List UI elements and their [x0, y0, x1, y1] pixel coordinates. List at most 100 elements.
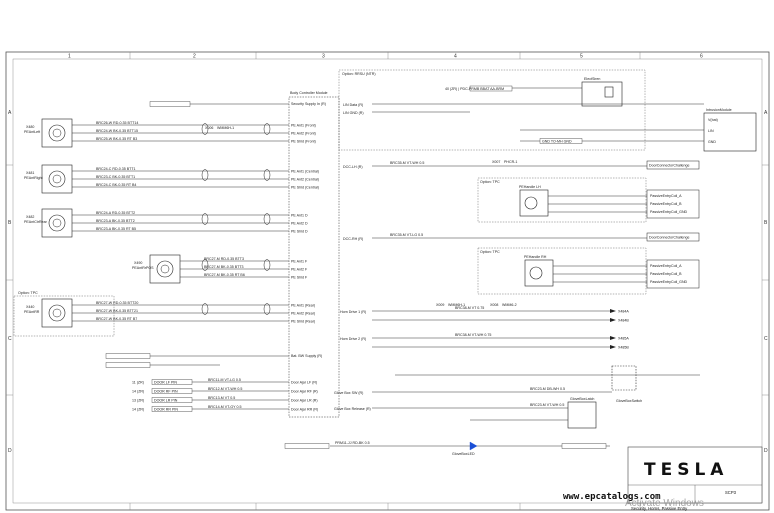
door-handle-rh-pins	[553, 265, 647, 283]
twisted-pair-icon	[201, 123, 209, 135]
door-ajar-label: Door Ajar LF (R)	[291, 380, 317, 384]
connector-sub: WMM6H-1	[217, 126, 234, 130]
option-rrsu-block	[338, 69, 646, 151]
option-tpc-rear-label: Option: TPC	[18, 291, 38, 295]
antenna-box	[41, 164, 73, 194]
siren-label: ElectSiren	[584, 77, 600, 81]
antenna-pin-label: PE Shld D	[291, 229, 308, 233]
option-tpc-lh-label: Option: TPC	[480, 180, 500, 184]
door-fuse-label: 13 (ZR)	[132, 398, 144, 402]
glovebox-latch-box	[567, 401, 597, 429]
led-icon	[469, 441, 478, 451]
column-label: 5	[580, 54, 583, 60]
option-tpc-rear-box	[13, 295, 115, 337]
power-source-box	[149, 101, 191, 107]
antenna-name: PEAntRight	[24, 176, 43, 180]
antenna-name: PEAntRrPOS	[132, 266, 154, 270]
column-label: 6	[700, 54, 703, 60]
twisted-pair-icon	[263, 213, 271, 225]
connector-id: X007	[492, 160, 500, 164]
antenna-pin-label: PE Shld (Rear)	[291, 319, 315, 323]
antenna-wire-label: BRC24-W BK-0.35 BTT15	[96, 129, 138, 133]
glovebox-latch-label: GloveBoxLatch	[570, 397, 594, 401]
antenna-id: X482	[26, 215, 34, 219]
antenna-wire-label: BRC23-C BK-0.35 BTT1	[96, 175, 135, 179]
antenna-coil-icon	[48, 214, 66, 232]
column-label: 3	[322, 54, 325, 60]
antenna-wire-label: BRC23-A BK-0.35 RT B5	[96, 227, 136, 231]
passive-pin: PassiveEntryCoil_GND	[650, 280, 688, 284]
antenna-box	[41, 298, 73, 328]
passive-pin: PassiveEntryCoil_A	[650, 194, 682, 198]
option-rrsu-label: Option: RRSU (NTR)	[342, 72, 376, 76]
antenna-wire-label: BRC27-W BK-0.35 RT B7	[96, 317, 137, 321]
intrusion-pin: LIN	[708, 129, 714, 133]
antenna-wire-label: BRC24-C RD-0.35 BTT1	[96, 167, 136, 171]
door-handle-lh-box	[519, 189, 549, 217]
siren-box	[581, 81, 623, 107]
horn-label: X485A	[618, 336, 629, 340]
row-label: A	[8, 110, 12, 116]
antenna-core-icon	[52, 308, 62, 318]
antenna-wire-label: BRC27-W BK-0.35 BTT21	[96, 309, 138, 313]
twisted-pair-icon	[201, 303, 209, 315]
antenna-pin-label: PE Ant2 (Rear)	[291, 311, 315, 315]
antenna-name: PEAntRR	[24, 310, 40, 314]
lin-data-label: LIN Data (R)	[343, 103, 363, 107]
row-label: D	[8, 448, 12, 454]
antenna-pin-label: PE Ant1 F	[291, 259, 308, 263]
row-label: B	[8, 220, 12, 226]
row-labels: A B C D A B C D	[8, 110, 768, 454]
glovebox-switch-box	[611, 365, 637, 391]
bcm-block	[288, 96, 340, 418]
antenna-wire-label: BRC27-M BK-0.35 BTT3	[204, 265, 244, 269]
dcc-lh-label: DCC-LH (R)	[343, 165, 363, 169]
ground-box	[539, 138, 583, 144]
led-wire-label: PRM11-JJ RD-BK 0.5	[335, 441, 370, 445]
door-handle-rh-box	[524, 259, 554, 287]
door-handle-lh-label: PEHandle LH	[519, 185, 541, 189]
option-tpc-lh	[477, 177, 647, 223]
bat-supply-box	[105, 353, 151, 359]
antenna-box	[149, 254, 181, 284]
passive-rh-box	[646, 259, 700, 289]
antenna-coil-icon	[156, 260, 174, 278]
dcc-lh-module-label: DoorConnectorChallenge	[649, 163, 690, 167]
twisted-pair-icon	[201, 213, 209, 225]
ground-label: GND TO-MH GND	[542, 139, 572, 143]
connector-sub: PHCR-1	[504, 160, 517, 164]
sheet-title: Security, Horns, Passive Entry	[631, 506, 688, 511]
dcc-rh-box	[646, 232, 700, 242]
door-source-label: DOOR LR PIN	[154, 398, 178, 402]
dcc-rh-wire-label: BRC35-M VT-LG 0.5	[390, 233, 423, 237]
twisted-pair-icon	[263, 303, 271, 315]
antenna-pin-label: PE Shld (Central)	[291, 185, 319, 189]
row-label: C	[8, 336, 12, 342]
door-ajar-label: Door Ajar LR (R)	[291, 398, 318, 402]
row-label: B	[764, 220, 768, 226]
door-fuse-label: 14 (ZR)	[132, 389, 144, 393]
door-handle-rh-coil-icon	[529, 266, 543, 280]
passive-pin: PassiveEntryCoil_A	[650, 264, 682, 268]
glovebox-switch-label: GloveBoxSwitch	[616, 399, 642, 403]
bcm-title: Body Controller Module	[290, 91, 328, 95]
row-ticks	[6, 164, 769, 396]
column-label: 2	[193, 54, 196, 60]
outer-frame	[5, 51, 770, 511]
siren-speaker-icon	[604, 86, 614, 98]
antenna-wire-label: BRC26-W RD-0.35 BTT14	[96, 121, 138, 125]
door-source-label: DOOR LF PIN	[154, 380, 177, 384]
twisted-pair-icon	[263, 259, 271, 271]
door-wire-label: BRC13-M VT 0.5	[208, 396, 235, 400]
antenna-core-icon	[52, 174, 62, 184]
door-ajar-label: Door Ajar RF (R)	[291, 389, 318, 393]
intrusion-label: IntrusionModule	[706, 108, 732, 112]
